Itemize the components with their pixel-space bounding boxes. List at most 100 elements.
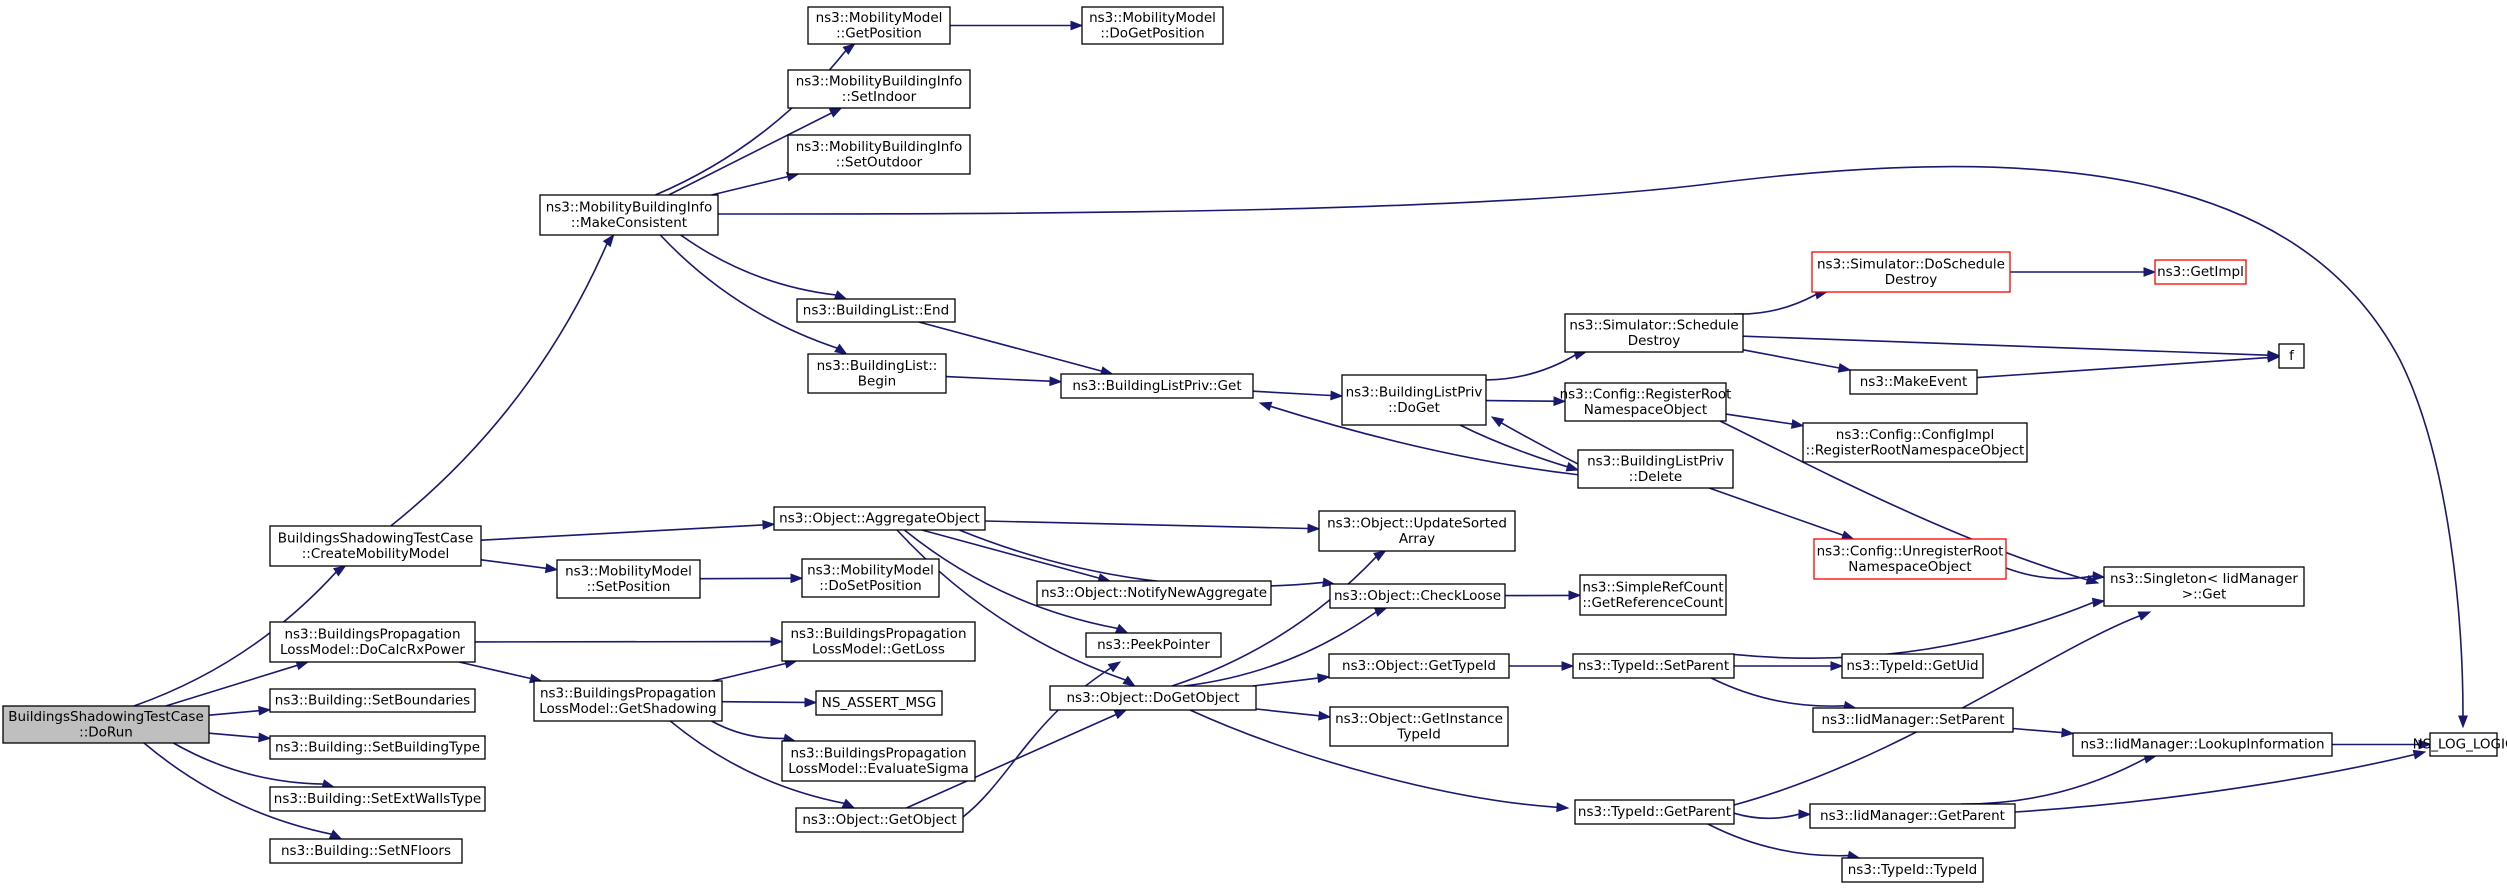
node-unregisterRootNs[interactable]: ns3::Config::UnregisterRootNamespaceObje… [1813, 538, 2007, 580]
node-box[interactable] [539, 194, 719, 236]
node-typeIdSetParent[interactable]: ns3::TypeId::SetParent [1572, 653, 1735, 679]
node-createMobility[interactable]: BuildingsShadowingTestCase::CreateMobili… [269, 525, 482, 567]
node-box[interactable] [1849, 369, 1978, 395]
node-mmSetPosition[interactable]: ns3::MobilityModel::SetPosition [556, 559, 701, 599]
node-box[interactable] [787, 134, 971, 175]
node-iidSetParent[interactable]: ns3::IidManager::SetParent [1812, 707, 2014, 733]
node-box[interactable] [801, 558, 940, 598]
node-box[interactable] [1802, 422, 2028, 463]
node-box[interactable] [1049, 685, 1257, 711]
node-setOutdoor[interactable]: ns3::MobilityBuildingInfo::SetOutdoor [787, 134, 971, 175]
node-box[interactable] [1577, 449, 1734, 489]
node-getPosition[interactable]: ns3::MobilityModel::GetPosition [807, 6, 951, 45]
node-box[interactable] [796, 298, 956, 323]
node-box[interactable] [1579, 574, 1727, 616]
node-box[interactable] [1809, 803, 2016, 829]
node-box[interactable] [1564, 313, 1744, 353]
node-setIndoor[interactable]: ns3::MobilityBuildingInfo::SetIndoor [787, 69, 971, 109]
node-box[interactable] [1328, 653, 1510, 679]
node-typeIdTypeId[interactable]: ns3::TypeId::TypeId [1841, 857, 1984, 883]
node-getLoss[interactable]: ns3::BuildingsPropagationLossModel::GetL… [781, 621, 976, 662]
node-setBuildingType[interactable]: ns3::Building::SetBuildingType [269, 735, 486, 760]
node-blpDoGet[interactable]: ns3::BuildingListPriv::DoGet [1341, 374, 1487, 426]
node-box[interactable] [1081, 6, 1224, 45]
node-box[interactable] [1813, 538, 2007, 580]
node-box[interactable] [269, 838, 463, 864]
node-box[interactable] [1036, 580, 1272, 606]
node-singletonGet[interactable]: ns3::Singleton< IidManager >::Get [2103, 566, 2305, 607]
node-simpleRefCount[interactable]: ns3::SimpleRefCount::GetReferenceCount [1579, 574, 1727, 616]
node-iidGetParent[interactable]: ns3::IidManager::GetParent [1809, 803, 2016, 829]
node-doGetPosition[interactable]: ns3::MobilityModel::DoGetPosition [1081, 6, 1224, 45]
node-makeEvent[interactable]: ns3::MakeEvent [1849, 369, 1978, 395]
node-box[interactable] [269, 786, 486, 812]
node-doGetObject[interactable]: ns3::Object::DoGetObject [1049, 685, 1257, 711]
node-iidLookup[interactable]: ns3::IidManager::LookupInformation [2072, 732, 2333, 757]
node-nsAssertMsg[interactable]: NS_ASSERT_MSG [815, 690, 943, 716]
node-f[interactable]: f [2278, 343, 2305, 369]
node-box[interactable] [807, 6, 951, 45]
node-box[interactable] [269, 621, 476, 663]
node-peekPointer[interactable]: ns3::PeekPointer [1085, 632, 1222, 658]
node-box[interactable] [269, 688, 476, 713]
node-getObject[interactable]: ns3::Object::GetObject [795, 807, 964, 833]
node-box[interactable] [1329, 706, 1509, 747]
node-box[interactable] [1564, 382, 1727, 422]
node-box[interactable] [556, 559, 701, 599]
node-box[interactable] [773, 506, 986, 531]
node-blEnd[interactable]: ns3::BuildingList::End [796, 298, 956, 323]
node-getTypeId[interactable]: ns3::Object::GetTypeId [1328, 653, 1510, 679]
node-box[interactable] [781, 740, 976, 782]
node-notifyNew[interactable]: ns3::Object::NotifyNewAggregate [1036, 580, 1272, 606]
node-box[interactable] [1841, 857, 1984, 883]
node-box[interactable] [2, 705, 210, 744]
node-typeIdGetUid[interactable]: ns3::TypeId::GetUid [1841, 653, 1984, 679]
node-box[interactable] [2072, 732, 2333, 757]
node-box[interactable] [1318, 510, 1516, 552]
node-box[interactable] [1572, 653, 1735, 679]
node-blpGet[interactable]: ns3::BuildingListPriv::Get [1060, 373, 1254, 399]
node-doSetPosition[interactable]: ns3::MobilityModel::DoSetPosition [801, 558, 940, 598]
node-root[interactable]: BuildingsShadowingTestCase::DoRun [2, 705, 210, 744]
node-box[interactable] [1841, 653, 1984, 679]
node-getImpl[interactable]: ns3::GetImpl [2154, 259, 2247, 285]
node-checkLoose[interactable]: ns3::Object::CheckLoose [1329, 583, 1506, 609]
node-blpDelete[interactable]: ns3::BuildingListPriv::Delete [1577, 449, 1734, 489]
node-box[interactable] [807, 353, 947, 394]
node-box[interactable] [269, 525, 482, 567]
node-makeConsistent[interactable]: ns3::MobilityBuildingInfo::MakeConsisten… [539, 194, 719, 236]
node-box[interactable] [1329, 583, 1506, 609]
node-setExtWalls[interactable]: ns3::Building::SetExtWallsType [269, 786, 486, 812]
node-doCalcRx[interactable]: ns3::BuildingsPropagationLossModel::DoCa… [269, 621, 476, 663]
node-blBegin[interactable]: ns3::BuildingList::Begin [807, 353, 947, 394]
node-setNFloors[interactable]: ns3::Building::SetNFloors [269, 838, 463, 864]
node-box[interactable] [1060, 373, 1254, 399]
node-box[interactable] [787, 69, 971, 109]
node-box[interactable] [781, 621, 976, 662]
node-nsLogLogic[interactable]: NS_LOG_LOGIC [2413, 732, 2507, 757]
node-getShadowing[interactable]: ns3::BuildingsPropagationLossModel::GetS… [533, 680, 723, 722]
node-box[interactable] [1812, 707, 2014, 733]
node-aggregateObject[interactable]: ns3::Object::AggregateObject [773, 506, 986, 531]
node-box[interactable] [2154, 259, 2247, 285]
node-evaluateSigma[interactable]: ns3::BuildingsPropagationLossModel::Eval… [781, 740, 976, 782]
node-typeIdGetParent[interactable]: ns3::TypeId::GetParent [1574, 799, 1735, 825]
node-box[interactable] [815, 690, 943, 716]
node-setBoundaries[interactable]: ns3::Building::SetBoundaries [269, 688, 476, 713]
node-box[interactable] [1341, 374, 1487, 426]
node-box[interactable] [533, 680, 723, 722]
node-configImplRegister[interactable]: ns3::Config::ConfigImpl::RegisterRootNam… [1802, 422, 2028, 463]
node-registerRootNs[interactable]: ns3::Config::RegisterRootNamespaceObject [1560, 382, 1732, 422]
node-box[interactable] [2278, 343, 2305, 369]
node-box[interactable] [795, 807, 964, 833]
node-box[interactable] [1574, 799, 1735, 825]
node-box[interactable] [269, 735, 486, 760]
node-box[interactable] [1811, 251, 2011, 293]
node-box[interactable] [2429, 732, 2498, 757]
node-box[interactable] [1085, 632, 1222, 658]
node-box[interactable] [2103, 566, 2305, 607]
